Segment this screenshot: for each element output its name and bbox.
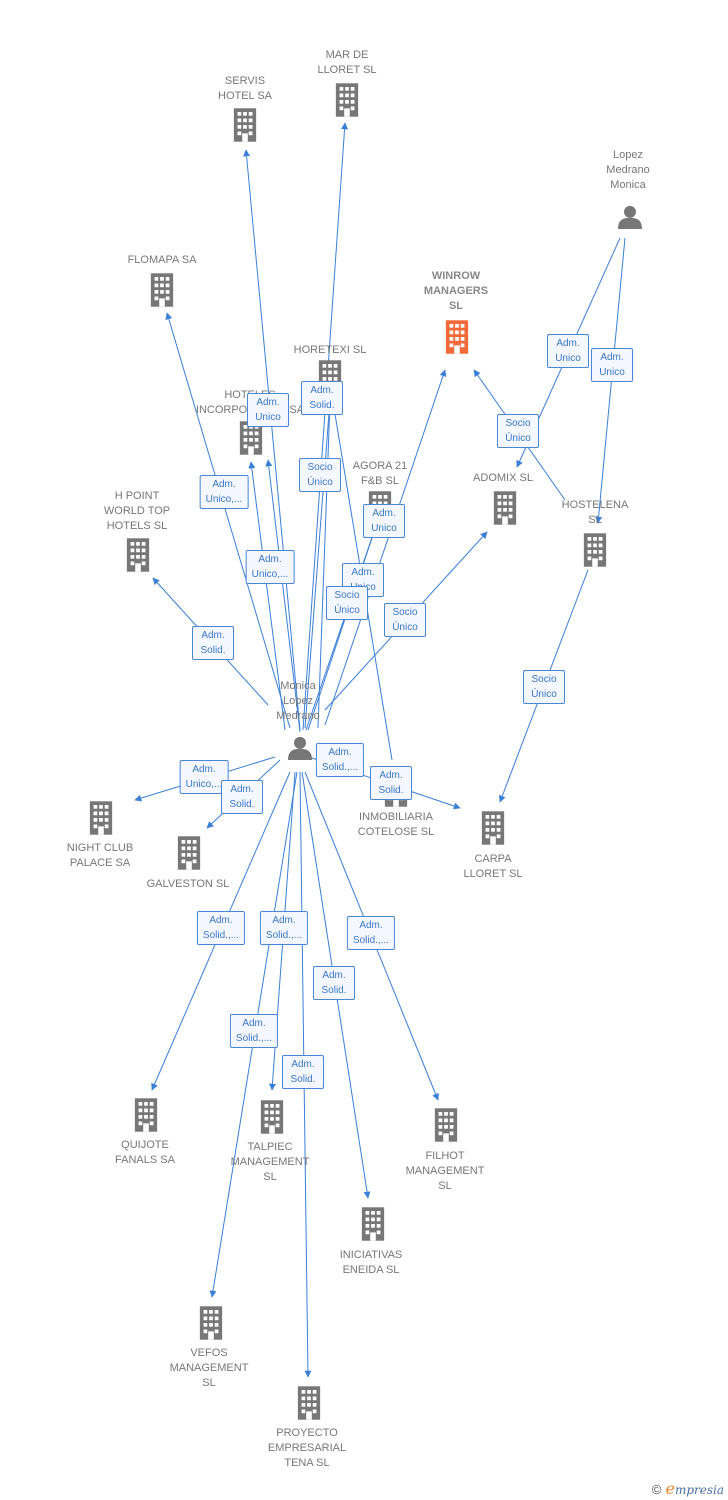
edge-monica-to-winrow bbox=[324, 369, 447, 726]
edge-label-monica-to-flomapa[interactable]: Adm. Unico,... bbox=[199, 475, 249, 509]
edge-label-monica-to-filhot[interactable]: Adm. Solid.,... bbox=[346, 916, 396, 950]
nightclub-building-icon[interactable] bbox=[89, 801, 113, 835]
node-label-lopez[interactable]: Lopez Medrano Monica bbox=[606, 149, 650, 191]
vefos-building-icon[interactable] bbox=[199, 1306, 223, 1340]
node-label-hpoint[interactable]: H POINT WORLD TOP HOTELS SL bbox=[103, 490, 171, 532]
galveston-building-icon[interactable] bbox=[177, 836, 201, 870]
quijote-building-icon[interactable] bbox=[134, 1098, 158, 1132]
edge-label-monica-to-nightclub[interactable]: Adm. Unico,... bbox=[179, 760, 229, 794]
edge-label-hostelena-to-winrow[interactable]: Socio Único bbox=[497, 414, 539, 448]
iniciativas-building-icon[interactable] bbox=[361, 1207, 385, 1241]
edge-label-monica-to-quijote[interactable]: Adm. Solid.,... bbox=[196, 911, 246, 945]
edge-label-monica-to-vefos[interactable]: Adm. Solid.,... bbox=[229, 1014, 279, 1048]
edge-label-monica-to-agora[interactable]: Socio Único bbox=[299, 458, 341, 492]
node-label-filhot[interactable]: FILHOT MANAGEMENT SL bbox=[405, 1150, 485, 1192]
hpoint-building-icon[interactable] bbox=[126, 538, 150, 572]
node-label-mar[interactable]: MAR DE LLORET SL bbox=[317, 49, 377, 76]
node-label-agora[interactable]: AGORA 21 F&B SL bbox=[352, 460, 408, 487]
edge-label-monica-to-proyecto[interactable]: Adm. Solid. bbox=[282, 1055, 324, 1089]
node-label-cotelose[interactable]: INMOBILIARIA COTELOSE SL bbox=[357, 811, 435, 838]
mar-building-icon[interactable] bbox=[335, 83, 359, 117]
node-label-quijote[interactable]: QUIJOTE FANALS SA bbox=[115, 1139, 175, 1166]
adomix-building-icon[interactable] bbox=[493, 491, 517, 525]
edge-label-monica-to-hoteles[interactable]: Adm. Unico,... bbox=[245, 550, 295, 584]
edge-label-monica-to-hpoint[interactable]: Adm. Solid. bbox=[192, 626, 234, 660]
edge-label-monica-to-iniciativas[interactable]: Adm. Solid. bbox=[313, 966, 355, 1000]
brand-name: mpresia bbox=[674, 1483, 724, 1497]
edge-monica-to-agora bbox=[317, 401, 334, 729]
proyecto-building-icon[interactable] bbox=[297, 1386, 321, 1420]
flomapa-building-icon[interactable] bbox=[150, 273, 174, 307]
edge-monica-to-mar bbox=[302, 122, 349, 731]
filhot-building-icon[interactable] bbox=[434, 1108, 458, 1142]
edge-monica-to-servis bbox=[243, 149, 301, 731]
node-label-galveston[interactable]: GALVESTON SL bbox=[146, 878, 230, 890]
node-label-proyecto[interactable]: PROYECTO EMPRESARIAL TENA SL bbox=[267, 1427, 347, 1469]
node-label-flomapa[interactable]: FLOMAPA SA bbox=[127, 254, 197, 266]
edge-label-monica-to-adomix[interactable]: Socio Único bbox=[384, 603, 426, 637]
edge-label-monica-to-winrow[interactable]: Socio Único bbox=[326, 586, 368, 620]
edge-label-monica-to-servis[interactable]: Adm. Unico bbox=[247, 393, 289, 427]
edge-label-lopez-to-adomix[interactable]: Adm. Unico bbox=[547, 334, 589, 368]
winrow-building-icon[interactable] bbox=[445, 320, 469, 354]
edge-monica-to-horetexi bbox=[304, 399, 334, 729]
node-label-monica[interactable]: Monica Lopez Medrano bbox=[276, 680, 320, 722]
edge-monica-to-winrow bbox=[307, 519, 380, 731]
edge-label-monica-to-carpa[interactable]: Adm. Solid.,... bbox=[315, 743, 365, 777]
node-label-iniciativas[interactable]: INICIATIVAS ENEIDA SL bbox=[339, 1249, 403, 1276]
edge-label-monica-to-galveston[interactable]: Adm. Solid. bbox=[221, 780, 263, 814]
carpa-building-icon[interactable] bbox=[481, 811, 505, 845]
node-label-servis[interactable]: SERVIS HOTEL SA bbox=[218, 75, 272, 102]
lopez-person-icon[interactable] bbox=[618, 205, 642, 229]
edge-label-monica-to-talpiec[interactable]: Adm. Solid.,... bbox=[259, 911, 309, 945]
monica-person-icon[interactable] bbox=[288, 736, 312, 760]
node-label-talpiec[interactable]: TALPIEC MANAGEMENT SL bbox=[230, 1141, 310, 1183]
node-label-carpa[interactable]: CARPA LLORET SL bbox=[463, 853, 523, 880]
node-label-winrow[interactable]: WINROW MANAGERS SL bbox=[423, 270, 489, 312]
edge-monica-to-hoteles bbox=[248, 461, 286, 731]
edge-monica-to-servis bbox=[265, 459, 301, 733]
edge-label-hostelena-to-carpa[interactable]: Socio Único bbox=[523, 670, 565, 704]
edge-label-lopez-to-hostelena[interactable]: Adm. Unico bbox=[591, 348, 633, 382]
node-label-horetexi[interactable]: HORETEXI SL bbox=[293, 344, 367, 356]
node-label-nightclub[interactable]: NIGHT CLUB PALACE SA bbox=[66, 842, 134, 869]
node-label-vefos[interactable]: VEFOS MANAGEMENT SL bbox=[169, 1347, 249, 1389]
talpiec-building-icon[interactable] bbox=[260, 1100, 284, 1134]
servis-building-icon[interactable] bbox=[233, 108, 257, 142]
edge-label-monica-to-horetexi[interactable]: Adm. Solid. bbox=[301, 381, 343, 415]
node-label-adomix[interactable]: ADOMIX SL bbox=[473, 472, 533, 484]
copyright-symbol: © bbox=[651, 1482, 662, 1497]
edge-label-cotelose-to-horetexi[interactable]: Adm. Solid. bbox=[370, 766, 412, 800]
empresia-logo[interactable]: ©empresia bbox=[652, 1479, 724, 1498]
hostelena-building-icon[interactable] bbox=[583, 533, 607, 567]
edge-label-monica-to-winrow[interactable]: Adm. Unico bbox=[363, 504, 405, 538]
edge-monica-to-flomapa bbox=[165, 312, 291, 729]
node-label-hostelena[interactable]: HOSTELENA SL bbox=[561, 499, 629, 526]
brand-initial: e bbox=[665, 1479, 675, 1498]
